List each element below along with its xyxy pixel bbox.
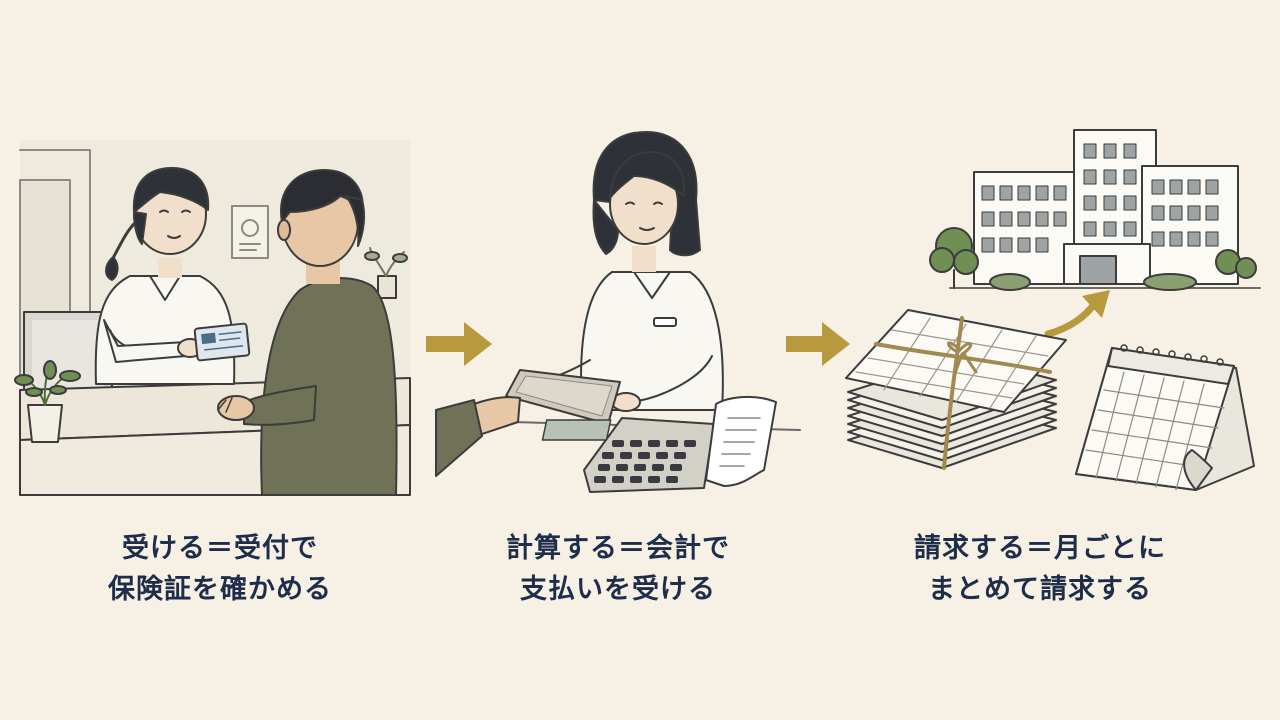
billing-scene — [845, 129, 1261, 491]
arrow-right-icon — [786, 322, 850, 366]
payment-scene — [435, 131, 801, 493]
reception-scene — [14, 140, 411, 496]
caption-line-2: 支払いを受ける — [520, 574, 716, 605]
step-caption-payment: 計算する＝会計で 支払いを受ける — [448, 528, 788, 610]
caption-line-2: まとめて請求する — [928, 574, 1152, 605]
caption-line-1: 計算する＝会計で — [506, 533, 730, 564]
arrow-right-icon — [426, 322, 492, 366]
caption-line-2: 保険証を確かめる — [108, 574, 332, 605]
caption-line-1: 受ける＝受付で — [122, 533, 318, 564]
step-caption-reception: 受ける＝受付で 保険証を確かめる — [50, 528, 390, 610]
step-caption-billing: 請求する＝月ごとに まとめて請求する — [870, 528, 1210, 610]
caption-line-1: 請求する＝月ごとに — [914, 533, 1166, 564]
